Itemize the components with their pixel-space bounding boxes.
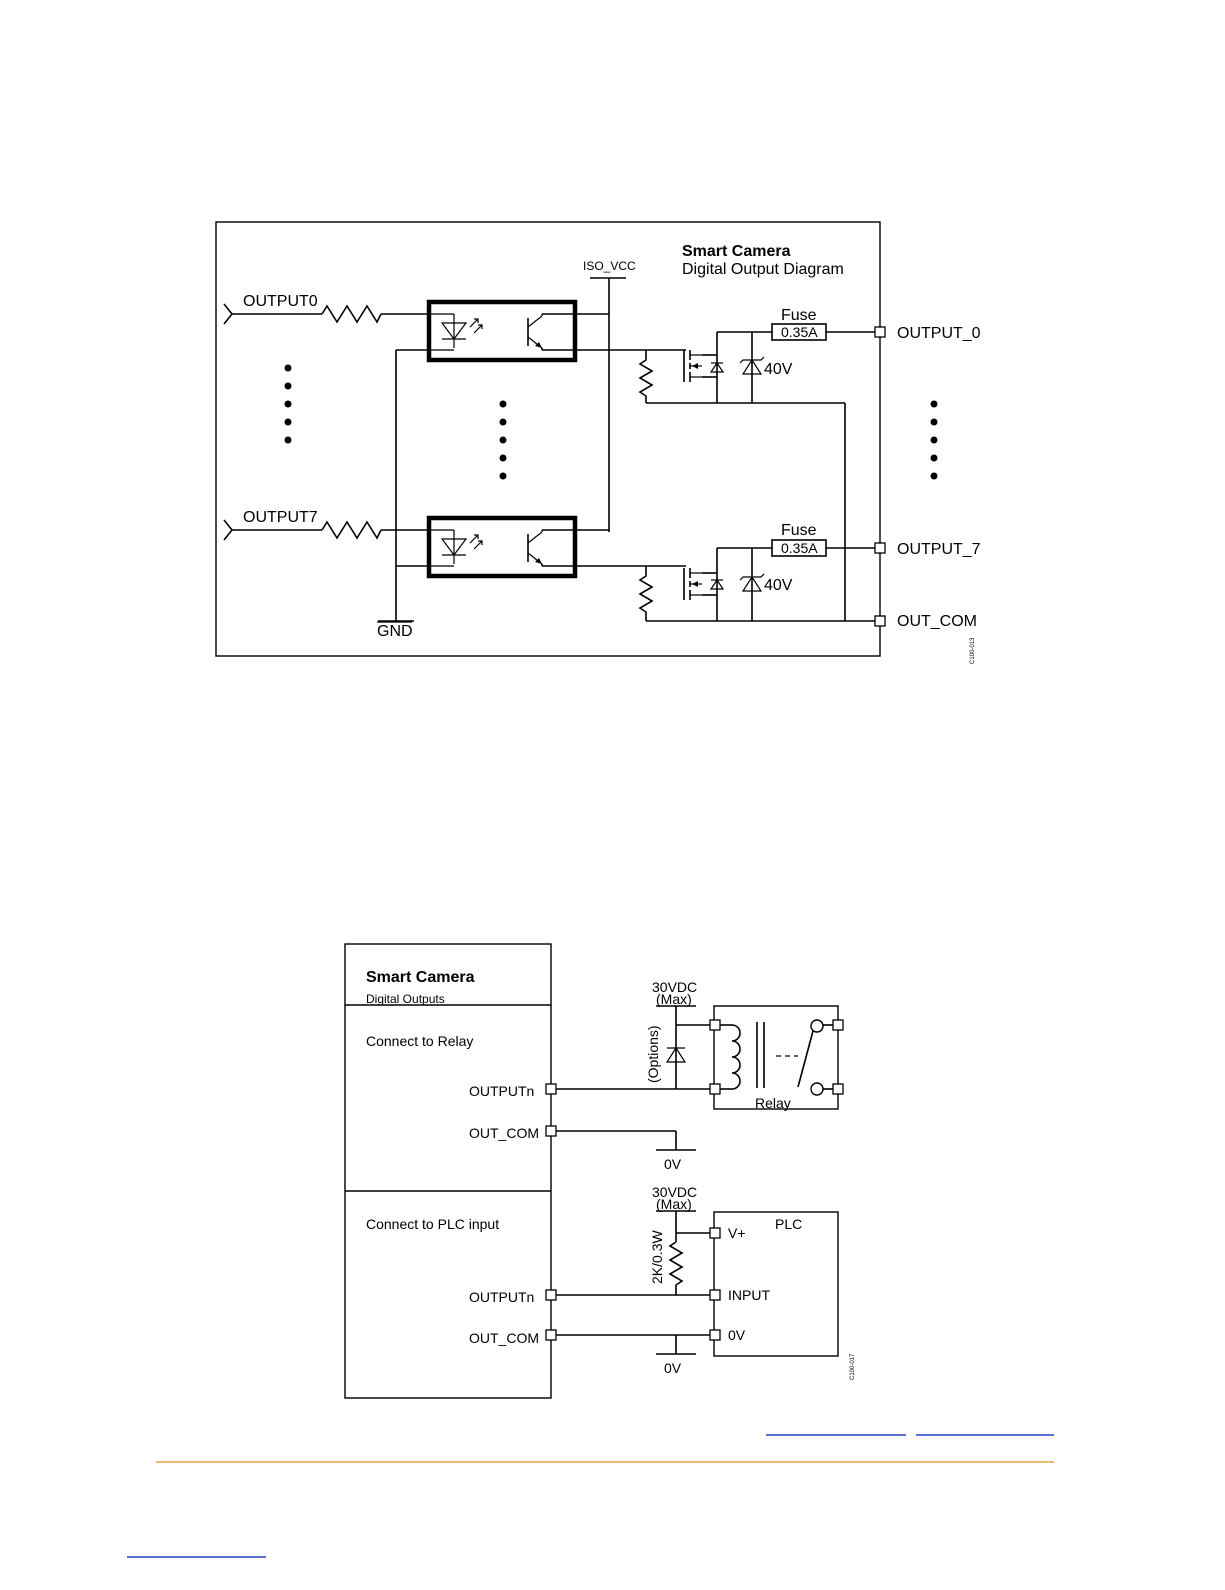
- diagram-frame: [215, 221, 881, 657]
- channel-7: 40V Fuse 0.35A OUTPUT_7: [223, 515, 981, 622]
- wiring-examples-diagram: Smart Camera Digital Outputs Connect to …: [344, 943, 856, 1399]
- output-label-7: OUTPUT_7: [897, 541, 981, 558]
- fuse-label-0: Fuse: [781, 307, 817, 324]
- relay-wiring: OUTPUTn OUT_COM 0V 30VDC (Max) (Options): [469, 979, 844, 1172]
- page-footer: [127, 1434, 1054, 1558]
- camera-title: Smart Camera: [366, 969, 475, 986]
- relay-box: [713, 1005, 839, 1110]
- figure-code-1: C100-013: [970, 637, 976, 664]
- fuse-value-7: 0.35A: [781, 540, 818, 556]
- plc-vplus-label: V+: [728, 1225, 746, 1241]
- camera-box: [344, 943, 552, 1399]
- out-com-label: OUT_COM: [897, 613, 977, 630]
- relay-outcom-label: OUT_COM: [469, 1125, 539, 1141]
- svg-text:GND: GND: [377, 623, 413, 640]
- relay-outputn-label: OUTPUTn: [469, 1083, 534, 1099]
- fuse-label-7: Fuse: [781, 522, 817, 539]
- optocoupler-7: [426, 515, 578, 579]
- plc-outputn-label: OUTPUTn: [469, 1289, 534, 1305]
- zener-label-0: 40V: [764, 361, 793, 378]
- relay-supply-max-label: (Max): [656, 991, 692, 1007]
- figure-code-2: C100-017: [850, 1353, 856, 1380]
- input-label-output7: OUTPUT7: [243, 509, 318, 526]
- plc-outcom-label: OUT_COM: [469, 1330, 539, 1346]
- resistor-label: 2K/0.3W: [649, 1230, 665, 1284]
- options-label: (Options): [645, 1025, 661, 1083]
- plc-box: [713, 1211, 839, 1357]
- digital-output-diagram: Smart Camera Digital Output Diagram ISO_…: [215, 221, 981, 664]
- input-label-output0: OUTPUT0: [243, 293, 318, 310]
- iso-vcc-label: ISO_VCC: [583, 259, 636, 273]
- relay-label: Relay: [755, 1095, 791, 1111]
- plc-input-label: INPUT: [728, 1287, 770, 1303]
- plc-supply-max-label: (Max): [656, 1196, 692, 1212]
- camera-subtitle: Digital Outputs: [366, 992, 445, 1006]
- diagram-title: Smart Camera: [682, 243, 791, 260]
- fuse-value-0: 0.35A: [781, 324, 818, 340]
- zener-label-7: 40V: [764, 577, 793, 594]
- plc-wiring: OUTPUTn OUT_COM 0V 30VDC (Max) 2K/0.3W P…: [469, 1184, 839, 1376]
- channel-0: 40V Fuse 0.35A OUTPUT_0: [223, 299, 981, 404]
- ellipsis-dots: [284, 364, 938, 480]
- output-label-0: OUTPUT_0: [897, 325, 981, 342]
- gnd-symbol: GND: [377, 350, 414, 640]
- plc-0v-label: 0V: [728, 1327, 746, 1343]
- relay-0v-label: 0V: [664, 1156, 682, 1172]
- plc-label: PLC: [775, 1216, 802, 1232]
- section-relay-label: Connect to Relay: [366, 1033, 473, 1049]
- optocoupler-0: [426, 299, 578, 363]
- section-plc-label: Connect to PLC input: [366, 1216, 499, 1232]
- relay-supply-label: 30VDC: [652, 979, 697, 995]
- plc-supply-label: 30VDC: [652, 1184, 697, 1200]
- diagram-subtitle: Digital Output Diagram: [682, 261, 844, 278]
- plc-0v-ground-label: 0V: [664, 1360, 682, 1376]
